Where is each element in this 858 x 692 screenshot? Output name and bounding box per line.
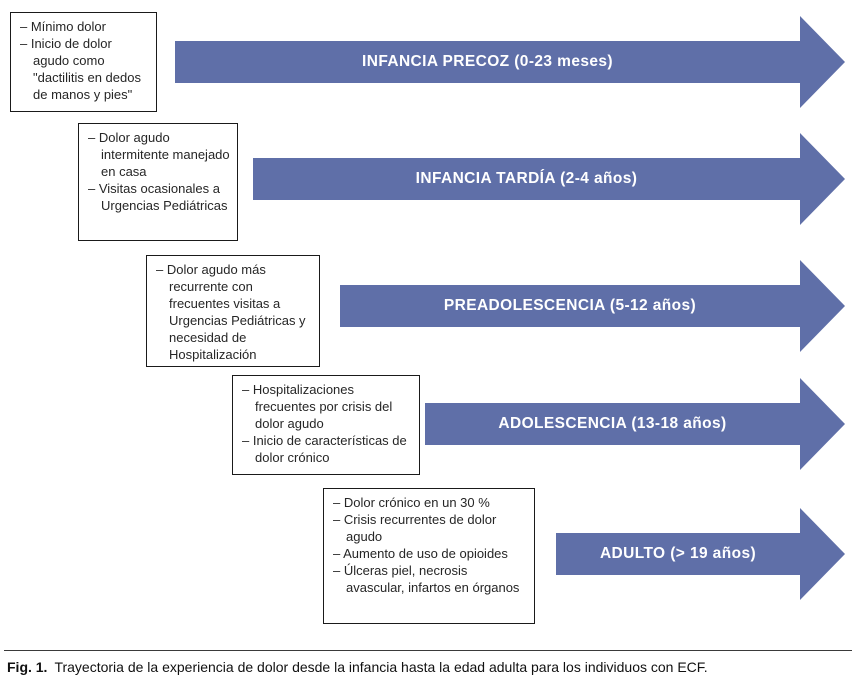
info-box: – Hospitalizaciones frecuentes por crisi… xyxy=(232,375,420,475)
timeline-arrow-shaft xyxy=(253,158,800,200)
bullet-item: – Mínimo dolor xyxy=(20,19,106,34)
bullet-item: – Inicio de dolor agudo como "dactilitis… xyxy=(20,36,141,102)
arrow-right-icon xyxy=(800,378,845,470)
bullet-item: – Inicio de características de dolor cró… xyxy=(242,433,407,465)
caption-prefix: Fig. 1. xyxy=(7,659,48,675)
info-box: – Dolor agudo más recurrente con frecuen… xyxy=(146,255,320,367)
caption-text: Trayectoria de la experiencia de dolor d… xyxy=(54,659,708,675)
bullet-item: – Aumento de uso de opioides xyxy=(333,546,508,561)
bullet-item: – Dolor agudo intermitente manejado en c… xyxy=(88,130,230,179)
arrow-right-icon xyxy=(800,133,845,225)
stage-label: PREADOLESCENCIA (5-12 años) xyxy=(443,297,697,314)
bullet-item: – Úlceras piel, necrosis avascular, infa… xyxy=(333,563,520,595)
timeline-arrow-shaft xyxy=(175,41,800,83)
info-box: – Mínimo dolor – Inicio de dolor agudo c… xyxy=(10,12,157,112)
timeline-arrow-shaft xyxy=(556,533,800,575)
bullet-item: – Dolor agudo más recurrente con frecuen… xyxy=(156,262,306,362)
bullet-item: – Hospitalizaciones frecuentes por crisi… xyxy=(242,382,393,431)
bullet-item: – Crisis recurrentes de dolor agudo xyxy=(333,512,497,544)
arrow-right-icon xyxy=(800,260,845,352)
bullet-item: – Dolor crónico en un 30 % xyxy=(333,495,490,510)
timeline-arrow-shaft xyxy=(425,403,800,445)
arrow-right-icon xyxy=(800,508,845,600)
info-box: – Dolor crónico en un 30 % – Crisis recu… xyxy=(323,488,535,624)
stage-label: INFANCIA PRECOZ (0-23 meses) xyxy=(362,53,613,70)
stage-label: INFANCIA TARDÍA (2-4 años) xyxy=(415,170,638,187)
timeline-arrow-shaft xyxy=(340,285,800,327)
arrow-right-icon xyxy=(800,16,845,108)
bullet-item: – Visitas ocasionales a Urgencias Pediát… xyxy=(88,181,228,213)
caption-divider xyxy=(4,650,852,651)
info-box: – Dolor agudo intermitente manejado en c… xyxy=(78,123,238,241)
stage-label: ADOLESCENCIA (13-18 años) xyxy=(498,415,727,432)
stage-label: ADULTO (> 19 años) xyxy=(599,545,757,562)
figure-caption: Fig. 1. Trayectoria de la experiencia de … xyxy=(7,658,852,676)
